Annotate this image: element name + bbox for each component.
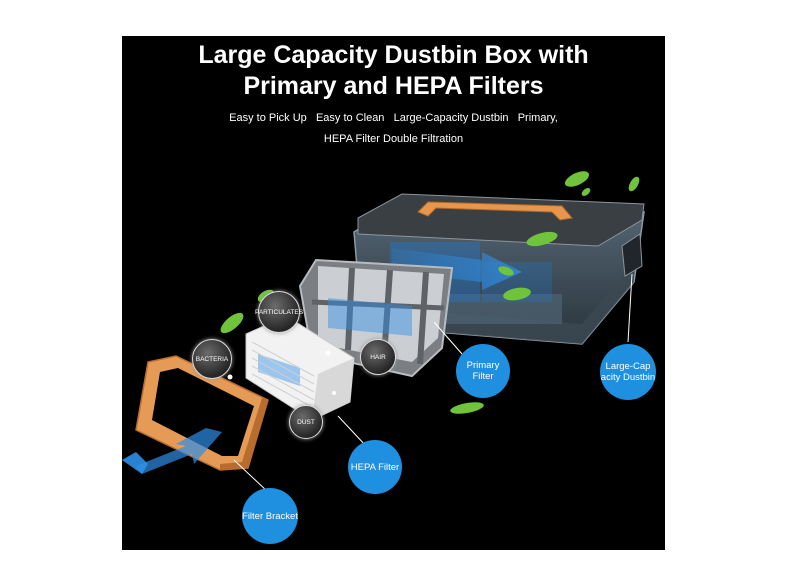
title-line-2: Primary and HEPA Filters — [243, 72, 544, 100]
title-line-1: Large Capacity Dustbin Box with — [198, 41, 589, 69]
leaf-icons — [220, 171, 640, 414]
particulates-tag: PARTICULATES — [255, 291, 303, 333]
bacteria-tag: BACTERIA — [192, 339, 232, 379]
subtitle-line-1: Easy to Pick Up Easy to Clean Large-Capa… — [229, 112, 558, 124]
filter-bracket — [135, 355, 269, 471]
hepa-filter — [245, 315, 355, 421]
primary-filter-callout: Primary Filter — [456, 344, 510, 398]
dustbin-handle — [417, 201, 573, 221]
filter-bracket-callout: Filter Bracket — [242, 488, 298, 544]
product-illustration — [122, 171, 645, 493]
callout-leader-lines — [233, 273, 633, 493]
page-title: Large Capacity Dustbin Box with Primary … — [122, 40, 665, 102]
hair-tag: HAIR — [360, 339, 396, 375]
dustbin-callout: Large-Cap acity Dustbin — [600, 344, 656, 400]
airflow-arrow-bin — [392, 248, 522, 290]
subtitle-line-2: HEPA Filter Double Filtration — [323, 133, 464, 145]
airflow-arrow-out — [122, 428, 222, 474]
product-panel: Large Capacity Dustbin Box with Primary … — [122, 36, 665, 550]
primary-filter — [298, 258, 454, 378]
hepa-filter-callout: HEPA Filter — [348, 440, 402, 494]
dust-tag: DUST — [289, 405, 323, 439]
sparkle-icons — [227, 350, 336, 395]
